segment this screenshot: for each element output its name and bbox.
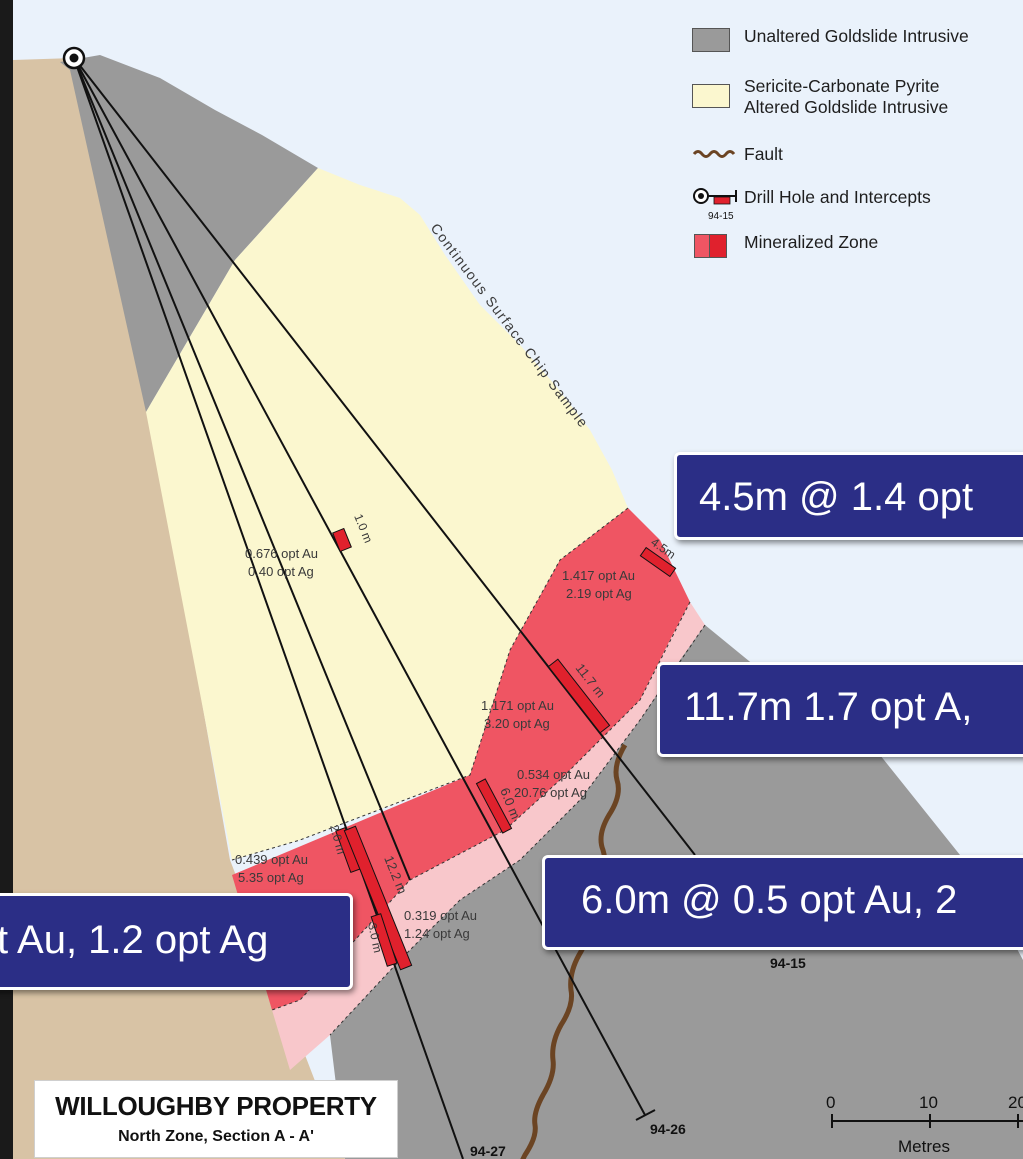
legend-hole-id: 94-15 <box>708 211 734 222</box>
legend-label-drill-hole: Drill Hole and Intercepts <box>744 187 931 207</box>
legend-label-mineralized: Mineralized Zone <box>744 232 879 252</box>
assay-ag-5: 5.35 opt Ag <box>238 870 304 885</box>
legend-label-sericite-1: Sericite-Carbonate Pyrite <box>744 76 940 96</box>
left-frame <box>0 0 13 1159</box>
intercept-94-27-b <box>343 825 413 971</box>
host-rock-zone <box>13 58 345 1159</box>
legend-item-drill-hole: 94-15 Drill Hole and Intercepts <box>692 187 931 223</box>
hole-label-94-15: 94-15 <box>770 955 806 971</box>
intercept-surface <box>639 546 677 578</box>
scale-tick-10: 10 <box>919 1093 938 1112</box>
mineralized-swatch-icon <box>692 232 736 258</box>
assay-au-1: 0.676 opt Au <box>245 546 318 561</box>
assay-ag-3: 3.20 opt Ag <box>484 716 550 731</box>
legend-item-mineralized: Mineralized Zone <box>692 232 878 258</box>
assay-ag-4: 20.76 opt Ag <box>514 785 587 800</box>
upper-contact-line <box>231 507 629 861</box>
assay-ag-1: 0.40 opt Ag <box>248 564 314 579</box>
legend-item-fault: Fault <box>692 144 783 170</box>
hole-label-94-26: 94-26 <box>650 1121 686 1137</box>
legend-label-sericite-2: Altered Goldslide Intrusive <box>744 97 949 117</box>
fault-symbol-icon <box>692 144 736 170</box>
hole-label-94-27: 94-27 <box>470 1143 506 1159</box>
legend-label-unaltered: Unaltered Goldslide Intrusive <box>744 26 969 46</box>
unaltered-intrusive-top <box>60 55 318 412</box>
callout-94-26: 6.0m @ 0.5 opt Au, 2 <box>542 855 1023 950</box>
intercept-94-15 <box>547 658 611 734</box>
title-block: WILLOUGHBY PROPERTY North Zone, Section … <box>34 1080 398 1158</box>
mineralized-halo <box>272 602 705 1070</box>
mineralized-zone <box>232 508 690 1010</box>
intercept-94-27-c <box>370 913 398 967</box>
title-sub: North Zone, Section A - A' <box>118 1128 314 1145</box>
intercept-94-26 <box>475 778 513 834</box>
callout-94-27: t Au, 1.2 opt Ag <box>0 893 353 990</box>
scale-tick-0: 0 <box>826 1093 835 1112</box>
assay-au-2: 1.417 opt Au <box>562 568 635 583</box>
scale-unit: Metres <box>898 1137 950 1156</box>
unaltered-swatch-icon <box>692 26 736 52</box>
scale-tick-20: 20 <box>1008 1093 1023 1112</box>
callout-surface: 4.5m @ 1.4 opt <box>674 452 1023 540</box>
legend-label-fault: Fault <box>744 144 783 164</box>
drill-hole-upper <box>73 57 411 881</box>
assay-ag-2: 2.19 opt Ag <box>566 586 632 601</box>
intercept-upper <box>332 527 352 553</box>
assay-au-5: 0.439 opt Au <box>235 852 308 867</box>
lower-contact-line <box>271 601 691 1011</box>
drill-hole-94-27 <box>73 57 464 1159</box>
assay-au-6: 0.319 opt Au <box>404 908 477 923</box>
altered-intrusive-zone <box>146 168 628 860</box>
assay-au-3: 1.171 opt Au <box>481 698 554 713</box>
drill-hole-94-26-end-tick <box>635 1109 656 1121</box>
callout-94-15: 11.7m 1.7 opt A, <box>657 662 1023 757</box>
scale-bar: 0 10 20 Metres <box>826 1093 1023 1156</box>
legend-item-altered: Sericite-Carbonate Pyrite Altered Goldsl… <box>692 76 948 118</box>
assay-au-4: 0.534 opt Au <box>517 767 590 782</box>
title-main: WILLOUGHBY PROPERTY <box>55 1091 377 1121</box>
fault-trace <box>520 743 628 1159</box>
drill-collar-center-icon <box>69 53 79 63</box>
legend-item-unaltered: Unaltered Goldslide Intrusive <box>692 26 969 52</box>
drill-hole-symbol-icon: 94-15 <box>692 187 737 223</box>
intercept-label-94-27-c: 3.0 m <box>365 922 385 954</box>
altered-swatch-icon <box>692 76 736 108</box>
assay-ag-6: 1.24 opt Ag <box>404 926 470 941</box>
